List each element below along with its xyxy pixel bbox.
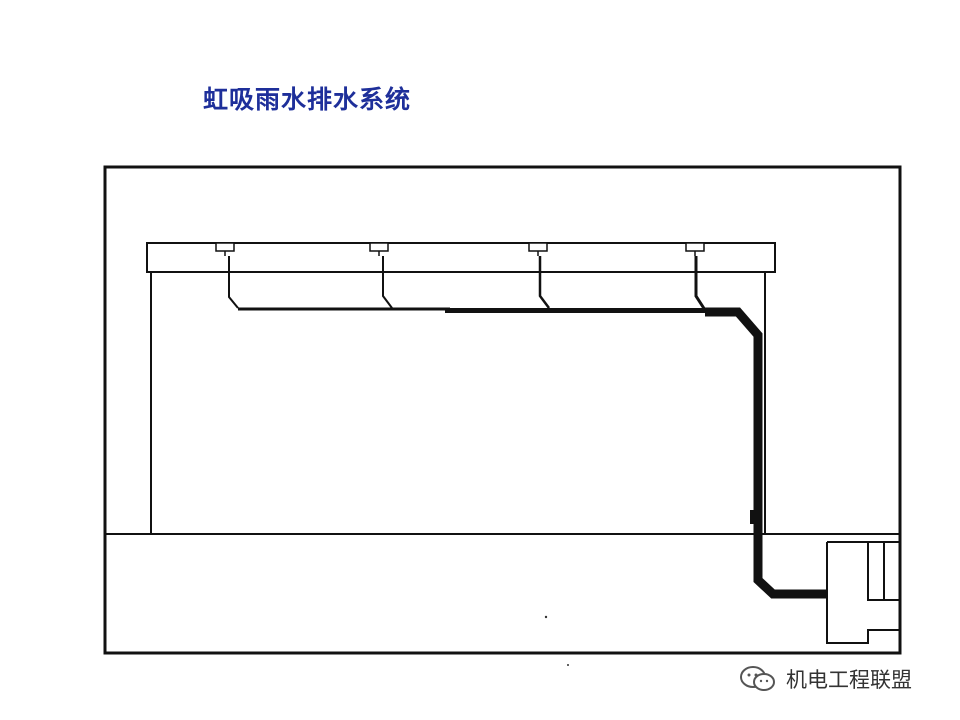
building-outline: [103, 165, 902, 655]
page-title: 虹吸雨水排水系统: [203, 85, 412, 114]
watermark: 机电工程联盟: [738, 664, 912, 694]
main-downpipe: [705, 307, 827, 599]
roof-drain-1: [215, 242, 235, 256]
downpipe-fitting: [750, 510, 756, 524]
branch-pipe-2: [382, 256, 393, 309]
watermark-text: 机电工程联盟: [786, 668, 912, 692]
roof-drain-4: [685, 242, 705, 256]
branch-pipe-3: [538, 256, 550, 309]
wechat-icon: [740, 666, 775, 691]
speck: [567, 664, 569, 666]
roof-drain-3: [528, 242, 548, 256]
roof-drain-2: [369, 242, 389, 256]
branch-pipe-4: [694, 256, 707, 311]
branch-pipe-1: [228, 256, 239, 309]
speck: [544, 615, 548, 619]
roof-slab: [146, 242, 776, 273]
outfall-chamber: [826, 541, 900, 644]
